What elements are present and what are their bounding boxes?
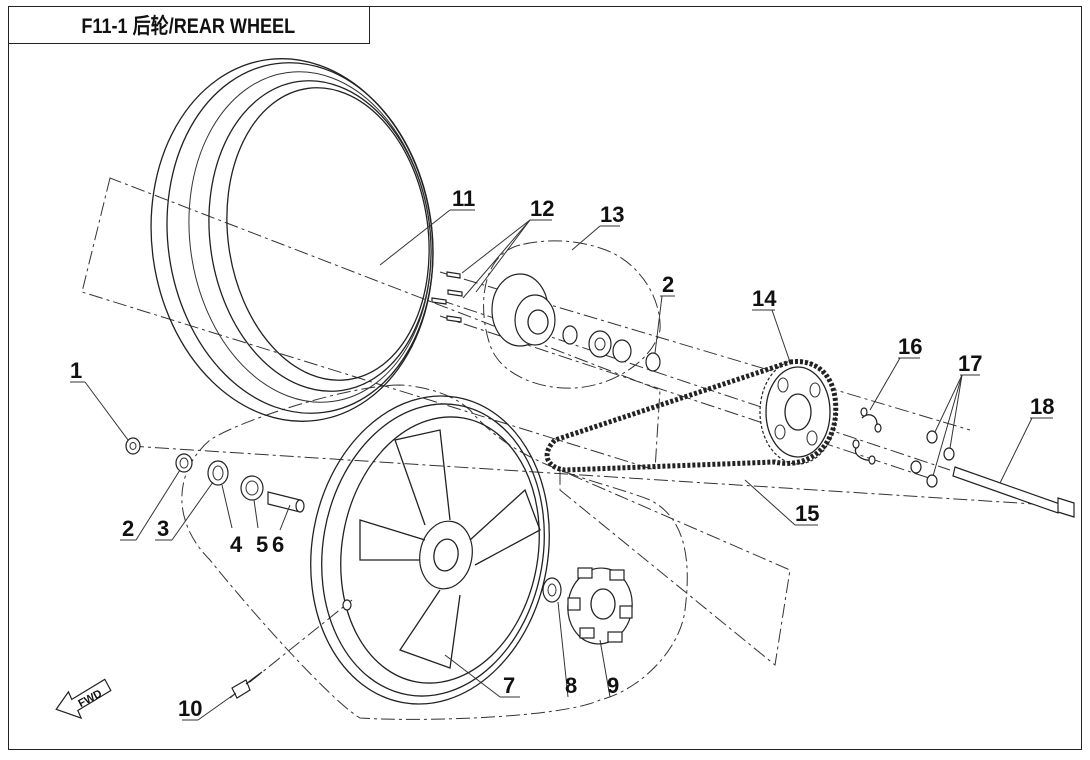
sprocket-nuts xyxy=(910,430,955,488)
hub-center-line xyxy=(439,271,971,431)
callout-2-left: 2 xyxy=(122,516,134,541)
fwd-arrow-icon: FWD xyxy=(55,678,112,720)
axle-nut xyxy=(125,437,141,455)
left-axle-parts xyxy=(125,437,305,513)
callout-11: 11 xyxy=(452,186,475,211)
hub-center-line-2 xyxy=(439,299,951,471)
callout-6: 6 xyxy=(272,532,284,557)
callout-9: 9 xyxy=(607,673,619,698)
valve-hole xyxy=(342,599,352,611)
callout-labels: 1 2 3 4 5 6 7 8 9 10 11 12 13 2 14 15 16… xyxy=(70,186,1054,721)
callout-3: 3 xyxy=(157,516,169,541)
hub-assembly-outline xyxy=(483,240,661,389)
drive-chain xyxy=(544,359,839,473)
callout-12: 12 xyxy=(530,196,554,221)
callout-7: 7 xyxy=(503,673,515,698)
tire-assembly-outline xyxy=(81,177,661,471)
fwd-label: FWD xyxy=(76,688,104,710)
callout-13: 13 xyxy=(600,202,624,227)
callout-16: 16 xyxy=(898,334,922,359)
sprocket-hub xyxy=(431,271,661,372)
callout-1: 1 xyxy=(70,358,82,383)
bearing-right xyxy=(542,577,562,603)
hub-bolts xyxy=(431,271,463,323)
lock-washers xyxy=(852,407,882,465)
leader-lines xyxy=(70,209,1053,721)
callout-10: 10 xyxy=(178,696,202,721)
bearing-left xyxy=(240,475,264,501)
distance-collar xyxy=(267,491,301,513)
chain-assembly-outline xyxy=(559,469,791,666)
callout-18: 18 xyxy=(1030,394,1054,419)
spacer-right xyxy=(645,352,661,372)
callout-2-right: 2 xyxy=(662,272,674,297)
valve-center-line xyxy=(229,599,353,699)
drawing-frame xyxy=(8,6,1082,750)
damper-rubber xyxy=(567,567,633,645)
axle-center-line xyxy=(129,445,1066,507)
spacer-left xyxy=(175,453,193,473)
callout-8: 8 xyxy=(565,673,577,698)
callout-15: 15 xyxy=(795,501,819,526)
callout-5: 5 xyxy=(256,532,268,557)
page-title: F11-1 后轮/REAR WHEEL xyxy=(81,14,296,38)
rear-sprocket xyxy=(759,359,837,465)
title-box: F11-1 后轮/REAR WHEEL xyxy=(8,6,370,44)
tire xyxy=(150,58,434,422)
rear-axle xyxy=(952,466,1075,518)
damper-side-parts xyxy=(542,567,633,645)
tire-valve xyxy=(231,671,263,699)
callout-17: 17 xyxy=(958,351,982,376)
wheel-rim xyxy=(310,395,550,705)
callout-14: 14 xyxy=(752,286,777,311)
callout-4: 4 xyxy=(230,532,243,557)
oil-seal xyxy=(207,460,229,486)
